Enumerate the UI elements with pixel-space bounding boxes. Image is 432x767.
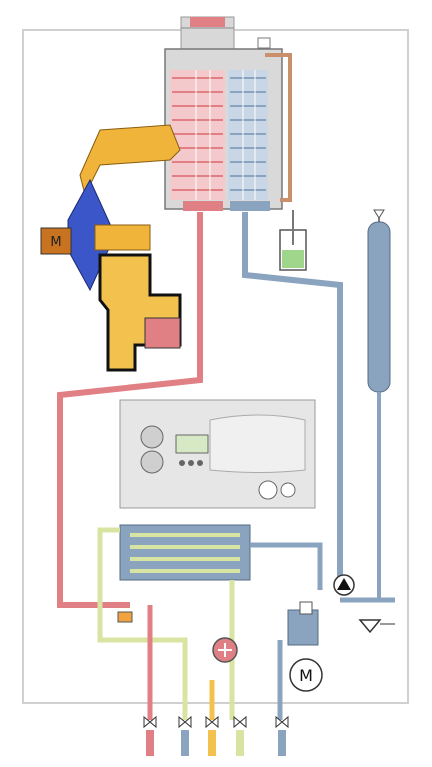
temperature-sensor-icon	[257, 37, 271, 49]
pressure-gauge-icon	[258, 480, 278, 500]
pump-icon	[333, 574, 355, 596]
dhw-knob-icon[interactable]	[140, 450, 164, 474]
expansion-vessel-icon	[367, 209, 391, 600]
temperature-knob-icon[interactable]	[140, 425, 164, 449]
dhw-outlet-pipe	[97, 527, 188, 720]
isolation-valve-icon[interactable]	[205, 715, 219, 756]
isolation-valve-icon[interactable]	[275, 715, 289, 756]
motor-label: M	[299, 666, 313, 685]
control-panel	[119, 399, 316, 509]
isolation-valves	[143, 715, 289, 756]
button-1[interactable]	[179, 460, 185, 466]
condensate-trap-icon	[279, 210, 307, 271]
isolation-valve-icon[interactable]	[143, 715, 157, 756]
button-3[interactable]	[197, 460, 203, 466]
control-buttons	[179, 460, 203, 466]
plate-heat-exchanger-icon	[119, 524, 251, 581]
return-pipe-cold	[242, 212, 343, 585]
motor-icon: M	[289, 658, 323, 692]
gas-valve-icon: M	[40, 227, 182, 372]
return-bypass-pipe	[250, 542, 323, 590]
flow-pipe-hot	[57, 212, 203, 608]
flue-return-pipe	[265, 53, 292, 202]
safety-device-icon	[117, 611, 133, 623]
diverter-valve-icon	[287, 601, 319, 646]
gas-valve-motor-label: M	[50, 235, 61, 250]
pressure-relief-valve-icon	[358, 619, 395, 634]
isolation-valve-icon[interactable]	[178, 715, 192, 756]
reset-button-icon[interactable]	[280, 482, 296, 498]
isolation-valve-icon[interactable]	[233, 715, 247, 756]
display-screen	[175, 434, 209, 454]
flow-sensor-icon	[212, 637, 238, 663]
button-2[interactable]	[188, 460, 194, 466]
heat-exchanger-icon	[164, 48, 283, 211]
